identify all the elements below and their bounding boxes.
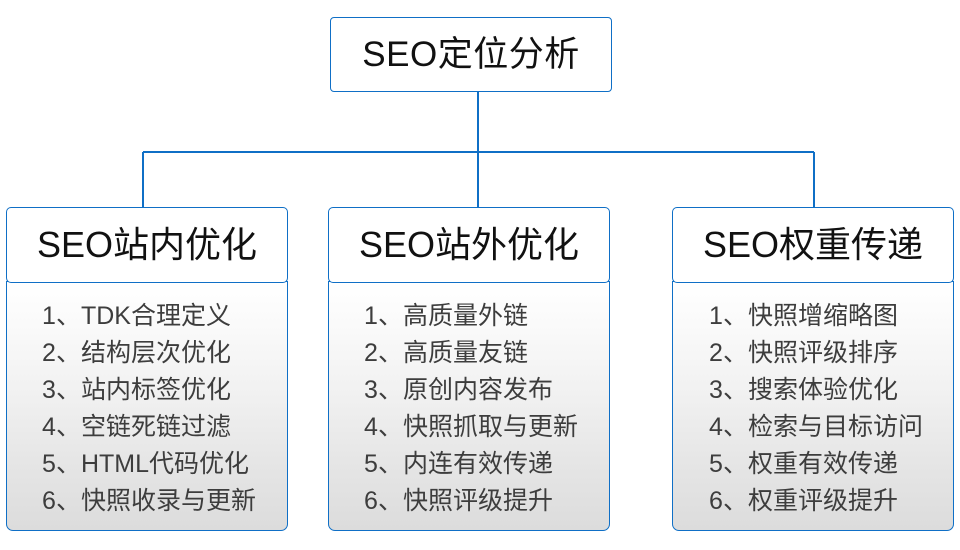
branch-item-list: 1、快照增缩略图 2、快照评级排序 3、搜索体验优化 4、检索与目标访问 5、权… [703,298,923,520]
root-node[interactable]: SEO定位分析 [330,17,612,92]
branch-body-weight: 1、快照增缩略图 2、快照评级排序 3、搜索体验优化 4、检索与目标访问 5、权… [672,281,954,532]
branch-header-weight[interactable]: SEO权重传递 [672,207,954,283]
branch-header-title: SEO权重传递 [702,224,924,265]
list-item: 5、内连有效传递 [364,450,553,479]
list-item: 1、快照增缩略图 [709,302,898,331]
branch-body-onsite: 1、TDK合理定义 2、结构层次优化 3、站内标签优化 4、空链死链过滤 5、H… [6,281,288,532]
list-item: 2、快照评级排序 [709,339,898,368]
list-item: 2、高质量友链 [364,339,528,368]
list-item: 1、高质量外链 [364,302,528,331]
list-item: 3、原创内容发布 [364,376,553,405]
list-item: 3、搜索体验优化 [709,376,898,405]
branch-header-onsite[interactable]: SEO站内优化 [6,207,288,283]
branch-body-offsite: 1、高质量外链 2、高质量友链 3、原创内容发布 4、快照抓取与更新 5、内连有… [328,281,610,532]
list-item: 4、空链死链过滤 [42,413,231,442]
branch-header-title: SEO站外优化 [358,224,580,265]
list-item: 6、快照评级提升 [364,487,553,516]
list-item: 2、结构层次优化 [42,339,231,368]
list-item: 3、站内标签优化 [42,376,231,405]
list-item: 4、快照抓取与更新 [364,413,578,442]
branch-group-offsite: SEO站外优化 1、高质量外链 2、高质量友链 3、原创内容发布 4、快照抓取与… [328,207,610,532]
branch-group-onsite: SEO站内优化 1、TDK合理定义 2、结构层次优化 3、站内标签优化 4、空链… [6,207,288,532]
list-item: 6、快照收录与更新 [42,487,256,516]
branch-header-offsite[interactable]: SEO站外优化 [328,207,610,283]
list-item: 1、TDK合理定义 [42,302,231,331]
list-item: 4、检索与目标访问 [709,413,923,442]
list-item: 5、HTML代码优化 [42,450,250,479]
branch-group-weight: SEO权重传递 1、快照增缩略图 2、快照评级排序 3、搜索体验优化 4、检索与… [672,207,954,532]
list-item: 5、权重有效传递 [709,450,898,479]
list-item: 6、权重评级提升 [709,487,898,516]
branch-item-list: 1、高质量外链 2、高质量友链 3、原创内容发布 4、快照抓取与更新 5、内连有… [360,298,578,520]
branch-item-list: 1、TDK合理定义 2、结构层次优化 3、站内标签优化 4、空链死链过滤 5、H… [38,298,256,520]
branch-header-title: SEO站内优化 [36,224,258,265]
root-node-title: SEO定位分析 [362,35,580,74]
